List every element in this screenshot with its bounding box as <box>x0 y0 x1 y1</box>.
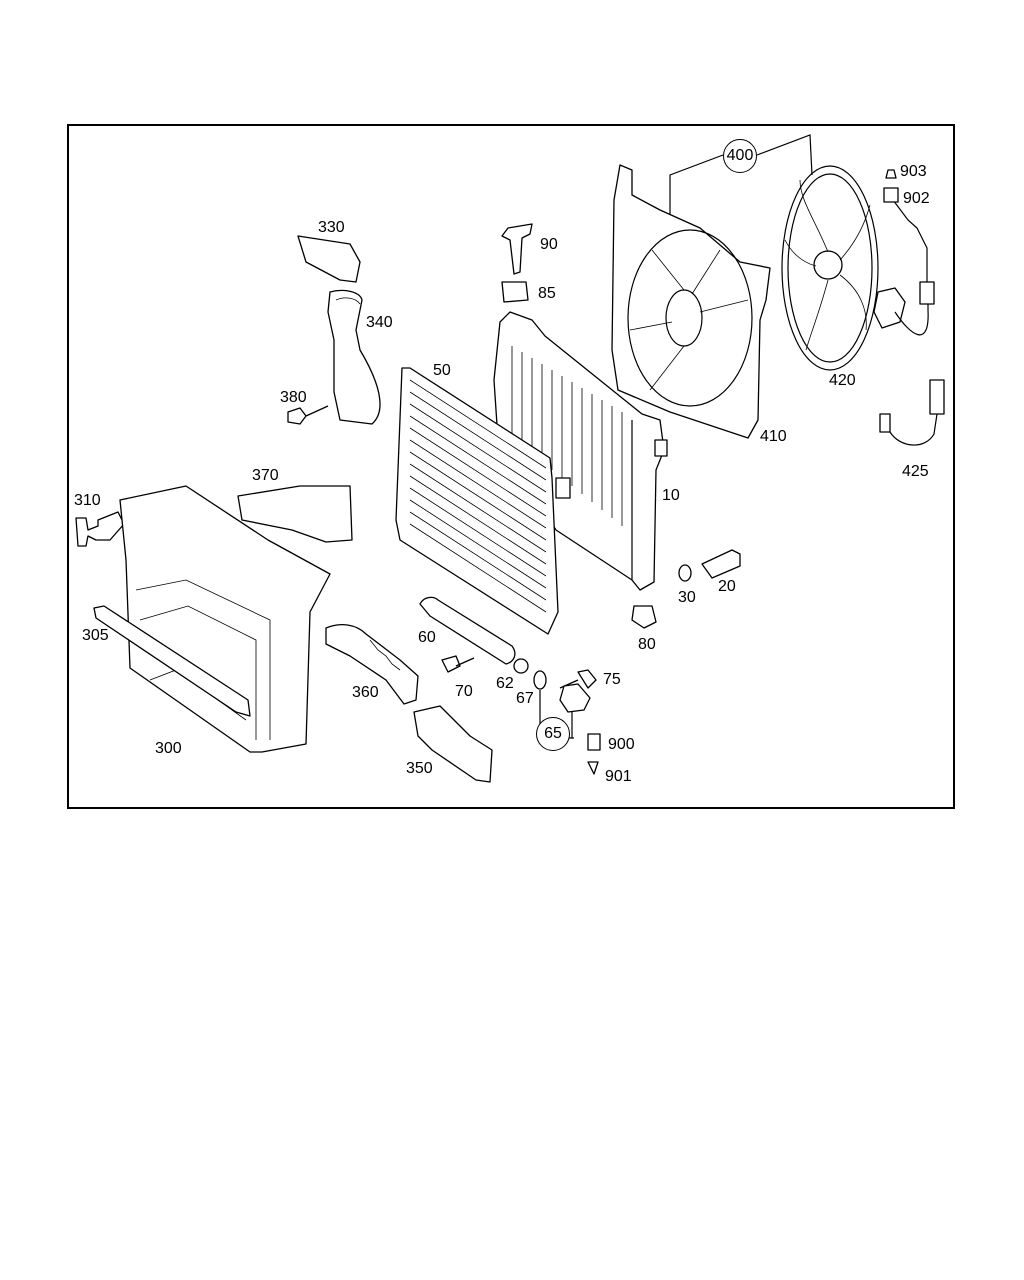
callout-65: 65 <box>536 717 570 751</box>
callout-360: 360 <box>352 684 379 701</box>
harness-425 <box>879 379 945 446</box>
clip-90 <box>501 223 533 275</box>
callout-901: 901 <box>605 768 632 785</box>
callout-410: 410 <box>760 428 787 445</box>
callout-67: 67 <box>516 690 534 707</box>
clip-902 <box>883 187 899 203</box>
callout-400: 400 <box>723 139 757 173</box>
callout-310: 310 <box>74 492 101 509</box>
fan-shroud-410 <box>611 164 771 439</box>
callout-90: 90 <box>540 236 558 253</box>
bolt-75 <box>559 669 597 689</box>
hose-ribs <box>369 639 401 671</box>
dryer-60 <box>419 596 516 665</box>
callout-330: 330 <box>318 219 345 236</box>
callout-305: 305 <box>82 627 109 644</box>
fan-420 <box>781 165 935 371</box>
callout-900: 900 <box>608 736 635 753</box>
leader-400-left <box>669 154 724 220</box>
seal-62 <box>513 658 529 674</box>
callout-340: 340 <box>366 314 393 331</box>
plug-80 <box>631 605 657 629</box>
bracket-305 <box>93 605 251 717</box>
air-guide-370 <box>237 485 353 543</box>
callout-50: 50 <box>433 362 451 379</box>
duct-330 <box>297 235 361 283</box>
callout-85: 85 <box>538 285 556 302</box>
grommet-85 <box>501 281 529 303</box>
air-hose-340 <box>327 289 381 425</box>
condenser-50 <box>395 367 571 635</box>
callout-80: 80 <box>638 636 656 653</box>
callout-75: 75 <box>603 671 621 688</box>
ring-30 <box>678 564 692 582</box>
pin-901 <box>587 761 599 775</box>
callout-62: 62 <box>496 675 514 692</box>
callout-903: 903 <box>900 163 927 180</box>
front-panel-300 <box>93 485 331 753</box>
leader-400-right <box>756 134 813 176</box>
bolt-70 <box>441 655 475 673</box>
clip-903 <box>885 169 897 179</box>
hose-360 <box>325 623 419 705</box>
radiator-10 <box>493 311 668 591</box>
bracket-350 <box>413 705 493 783</box>
callout-30: 30 <box>678 589 696 606</box>
callout-902: 902 <box>903 190 930 207</box>
callout-70: 70 <box>455 683 473 700</box>
callout-350: 350 <box>406 760 433 777</box>
callout-420: 420 <box>829 372 856 389</box>
callout-300: 300 <box>155 740 182 757</box>
callout-380: 380 <box>280 389 307 406</box>
callout-20: 20 <box>718 578 736 595</box>
connector-900 <box>587 733 601 751</box>
push-clip-310 <box>75 511 125 547</box>
screw-380 <box>287 405 329 425</box>
diagram-frame <box>67 124 955 809</box>
callout-425: 425 <box>902 463 929 480</box>
callout-10: 10 <box>662 487 680 504</box>
sensor-20 <box>701 549 741 579</box>
callout-60: 60 <box>418 629 436 646</box>
pressure-switch-65 <box>559 683 591 713</box>
o-ring-67 <box>533 670 547 690</box>
callout-370: 370 <box>252 467 279 484</box>
